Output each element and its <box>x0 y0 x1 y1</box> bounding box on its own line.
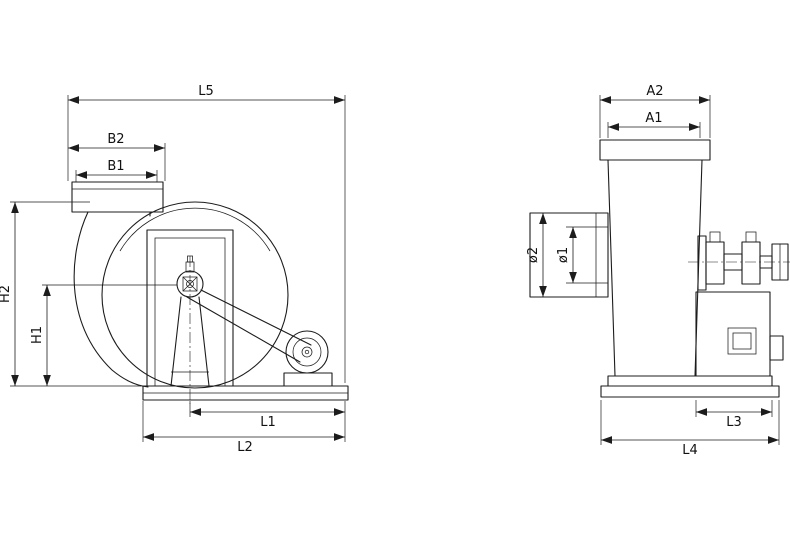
volute-scroll <box>73 201 289 389</box>
duct-flange <box>71 181 164 213</box>
body-left <box>607 159 616 377</box>
base-upper-plate <box>607 375 773 387</box>
pedestal-left <box>170 296 182 387</box>
belt-upper <box>200 289 312 346</box>
motor-outer-circle <box>285 330 329 374</box>
outlet-duct <box>71 181 164 217</box>
dim-label-h2: H2 <box>0 285 13 303</box>
motor-center <box>304 349 310 355</box>
scroll-inner-arc <box>119 207 271 252</box>
dim-label-l2: L2 <box>237 440 253 455</box>
dim-label-b1: B1 <box>107 159 124 174</box>
inlet-flange-rect <box>529 212 609 298</box>
bearing-bolt-1 <box>709 231 721 243</box>
dim-label-a1: A1 <box>645 111 662 126</box>
motor <box>283 330 333 387</box>
motor-foot <box>283 372 333 387</box>
shaft-bearing-assembly <box>688 231 790 291</box>
belt-drive <box>186 289 312 363</box>
dim-label-l3: L3 <box>726 415 742 430</box>
end-flange <box>599 139 711 161</box>
housing-body <box>607 159 703 377</box>
base-lower-plate <box>600 385 780 398</box>
inlet-cone: ø2 ø1 <box>526 212 609 298</box>
outlet-flange-end <box>599 139 711 161</box>
motor-shaft-circle <box>301 346 313 358</box>
bearing-housing-1 <box>705 241 725 285</box>
end-view: ø2 ø1 <box>526 84 790 458</box>
dim-label-l1: L1 <box>260 415 276 430</box>
dim-label-h1: H1 <box>30 326 45 344</box>
housing-side-tab <box>769 335 784 361</box>
base-frame-end <box>600 375 780 398</box>
motor-mid-circle <box>292 337 322 367</box>
housing-window-inner <box>732 332 752 350</box>
drive-housing <box>695 291 784 377</box>
dim-label-phi2: ø2 <box>526 247 541 263</box>
housing-window-outer <box>727 327 757 355</box>
dim-label-b2: B2 <box>107 132 124 147</box>
volute-outline <box>73 211 149 388</box>
dim-label-l4: L4 <box>682 443 698 458</box>
dim-label-a2: A2 <box>646 84 663 99</box>
dim-label-l5: L5 <box>198 84 214 99</box>
bearing-bolt-2 <box>745 231 757 243</box>
side-view: L5 B2 B1 H2 H1 L1 <box>0 84 349 455</box>
base-frame-side <box>142 385 349 401</box>
end-view-dimensions: A2 A1 L3 L4 <box>599 84 780 458</box>
belt-lower <box>186 296 301 363</box>
side-view-dimensions: L5 B2 B1 H2 H1 L1 <box>0 84 346 455</box>
dim-label-phi1: ø1 <box>556 247 571 263</box>
bearing-housing-2 <box>741 241 761 285</box>
pedestal-right <box>198 296 210 387</box>
scroll-circle <box>101 201 289 389</box>
